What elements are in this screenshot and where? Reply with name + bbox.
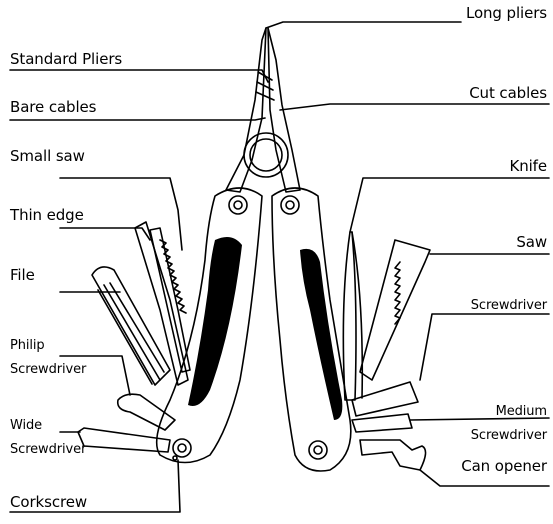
label-bare-cables: Bare cables — [10, 98, 96, 116]
medium-screwdriver-tool — [352, 414, 412, 432]
saw-teeth-right — [395, 262, 400, 324]
label-file: File — [10, 266, 35, 284]
label-philip-screwdriver: Screwdriver — [10, 362, 86, 377]
philip-screwdriver-tool — [118, 394, 175, 430]
file-texture — [98, 283, 164, 384]
label-corkscrew: Corkscrew — [10, 493, 87, 511]
label-small-saw: Small saw — [10, 147, 85, 165]
label-medium: Medium — [496, 404, 547, 419]
label-cut-cables: Cut cables — [469, 84, 547, 102]
label-knife: Knife — [509, 157, 547, 175]
saw-tool-right — [360, 240, 430, 380]
right-handle — [272, 188, 351, 471]
right-handle-bottom-rivet — [309, 441, 327, 459]
label-standard-pliers: Standard Pliers — [10, 50, 122, 68]
label-wide-screwdriver: Screwdriver — [10, 442, 86, 457]
label-medium-screwdriver: Screwdriver — [471, 428, 547, 443]
label-screwdriver: Screwdriver — [471, 298, 547, 313]
label-philip: Philip — [10, 338, 45, 353]
left-plier-jaw — [226, 28, 266, 192]
knife-blade — [343, 232, 356, 400]
leader-lines — [10, 22, 549, 512]
left-handle-top-rivet — [229, 196, 247, 214]
left-handle-grip — [188, 237, 242, 406]
label-thin-edge: Thin edge — [10, 206, 84, 224]
saw-teeth-left — [160, 240, 186, 313]
label-saw: Saw — [516, 233, 547, 251]
can-opener-tool — [360, 440, 426, 470]
label-long-pliers: Long pliers — [466, 4, 547, 22]
label-can-opener: Can opener — [461, 457, 547, 475]
corkscrew-tip — [173, 456, 177, 460]
right-handle-top-rivet — [281, 196, 299, 214]
label-wide: Wide — [10, 418, 42, 433]
left-handle-bottom-rivet — [173, 439, 191, 457]
